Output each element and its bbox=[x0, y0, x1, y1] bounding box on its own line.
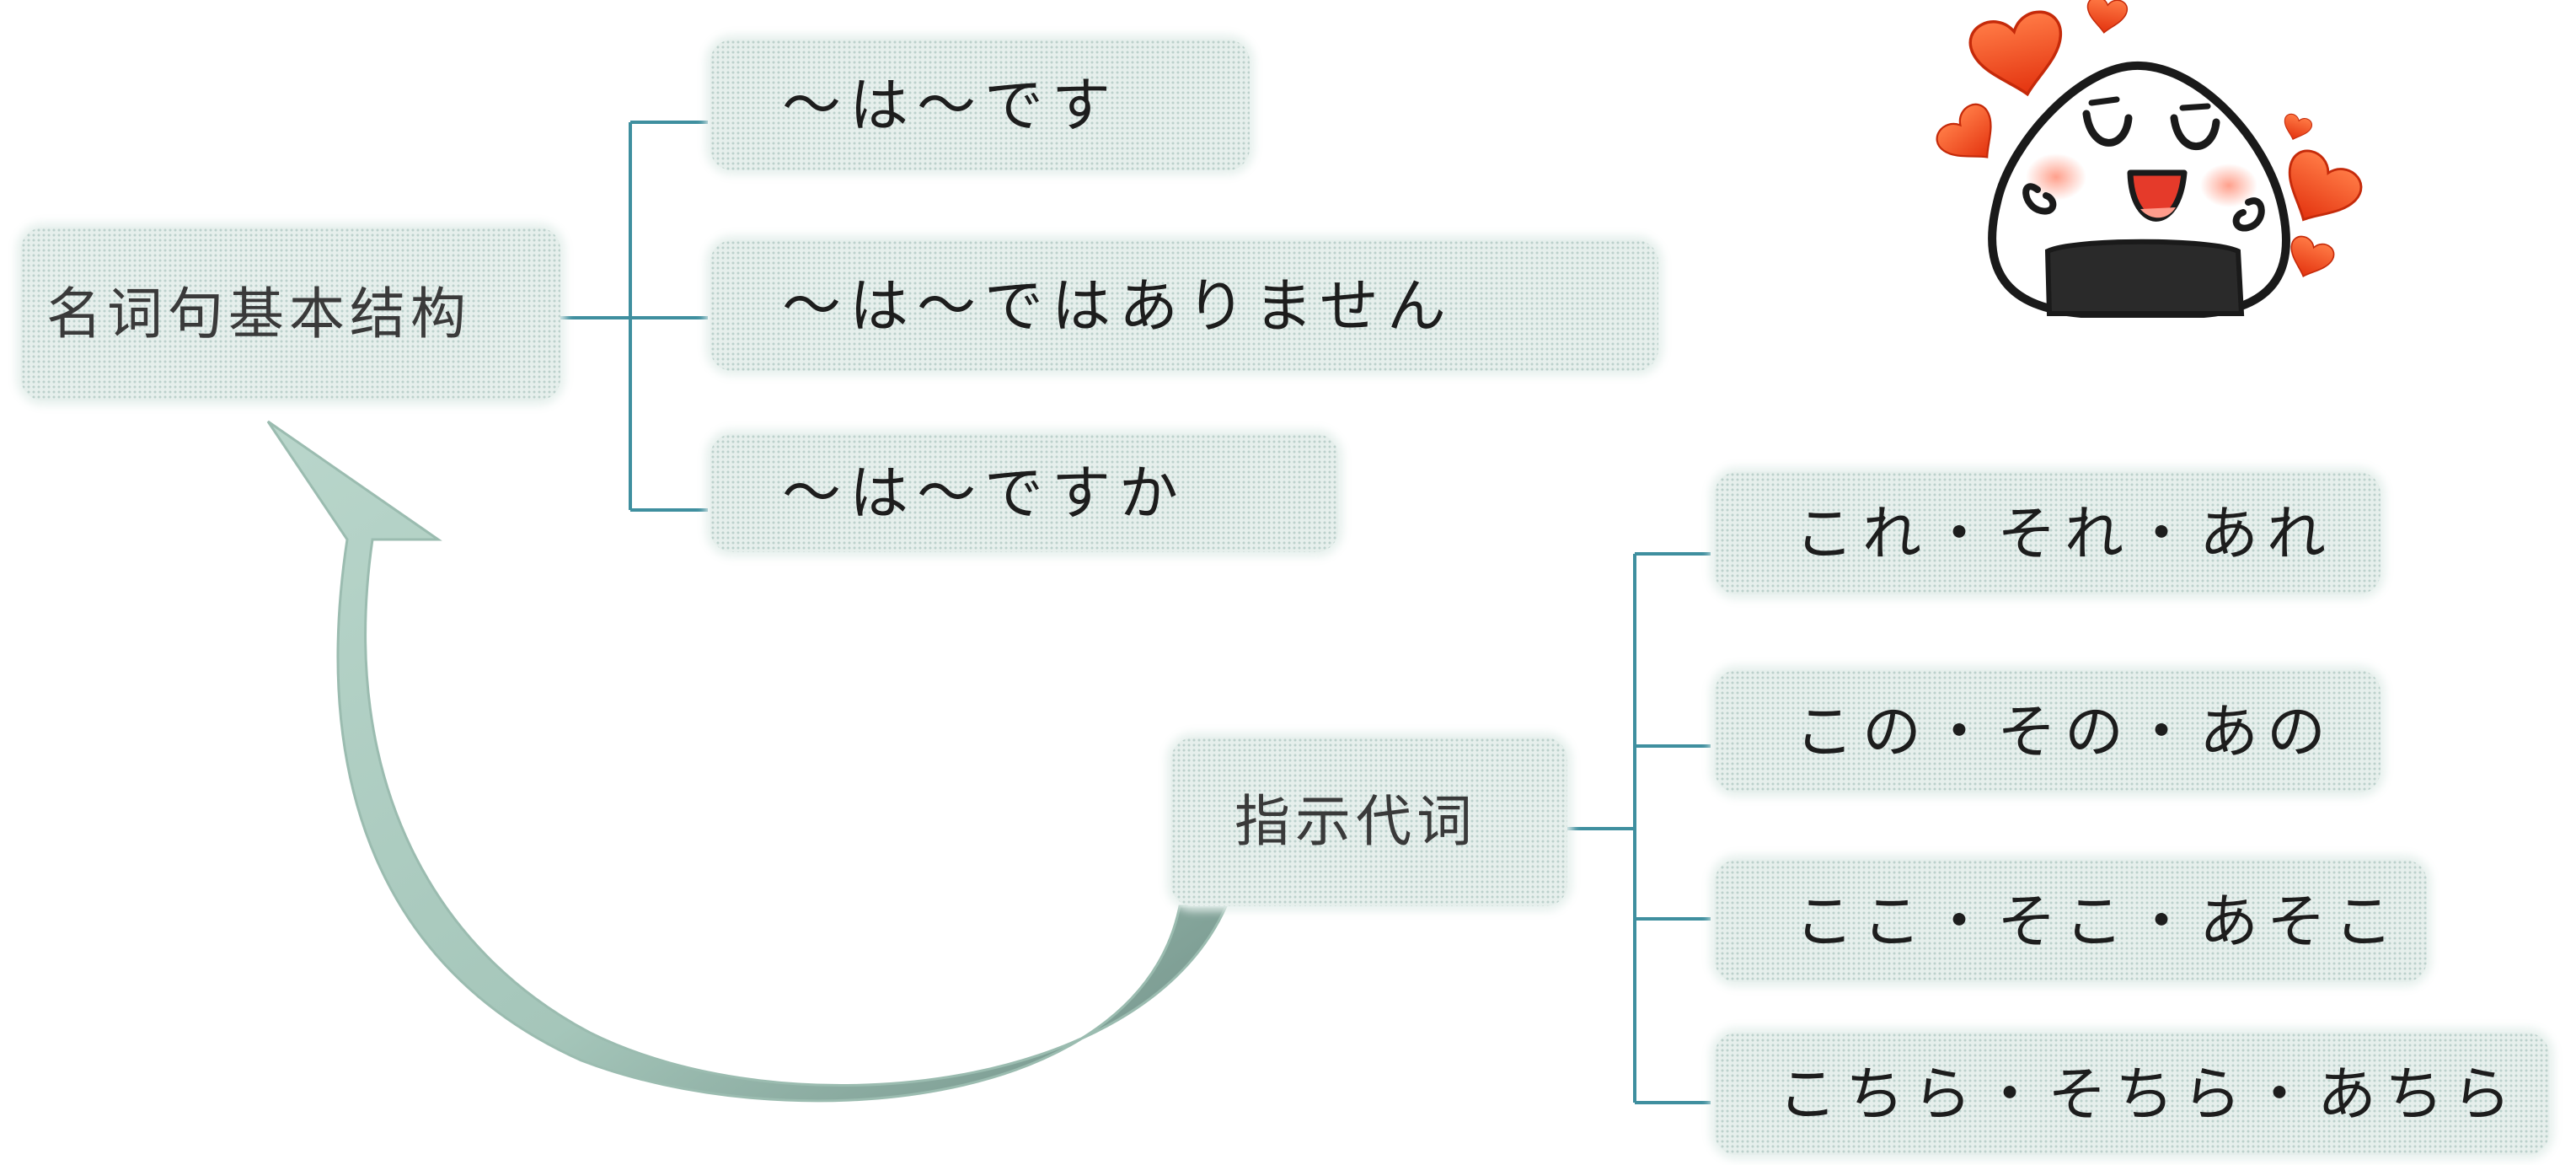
onigiri-face bbox=[1988, 61, 2291, 318]
branch-node-desu: ～は～です bbox=[710, 40, 1250, 170]
branch-node-label: この・その・あの bbox=[1795, 696, 2334, 766]
root-node-noun-sentence-structure: 名词句基本结构 bbox=[21, 228, 560, 400]
branch-node-label: これ・それ・あれ bbox=[1795, 498, 2334, 568]
branch-node-label: ～は～ですか bbox=[782, 459, 1186, 528]
branch-node-kore-sore-are: これ・それ・あれ bbox=[1715, 472, 2381, 594]
branch-node-kochira-sochira-achira: こちら・そちら・あちら bbox=[1715, 1033, 2549, 1155]
root-node-label: 名词句基本结构 bbox=[46, 281, 471, 346]
branch-node-kono-sono-ano: この・その・あの bbox=[1715, 670, 2381, 792]
branch-node-label: こちら・そちら・あちら bbox=[1778, 1059, 2520, 1129]
heart-icons bbox=[1936, 0, 2363, 277]
branch-node-label: ～は～です bbox=[782, 70, 1119, 140]
branch-node-label: ～は～ではありません bbox=[782, 271, 1454, 341]
branch-node-dewa-arimasen: ～は～ではありません bbox=[710, 240, 1658, 371]
root-node-demonstratives: 指示代词 bbox=[1171, 738, 1567, 906]
branch-node-koko-soko-asoko: ここ・そこ・あそこ bbox=[1715, 860, 2427, 982]
root-node-label: 指示代词 bbox=[1234, 789, 1477, 854]
branch-node-label: ここ・そこ・あそこ bbox=[1795, 886, 2402, 956]
branch-node-desuka: ～は～ですか bbox=[710, 434, 1338, 552]
